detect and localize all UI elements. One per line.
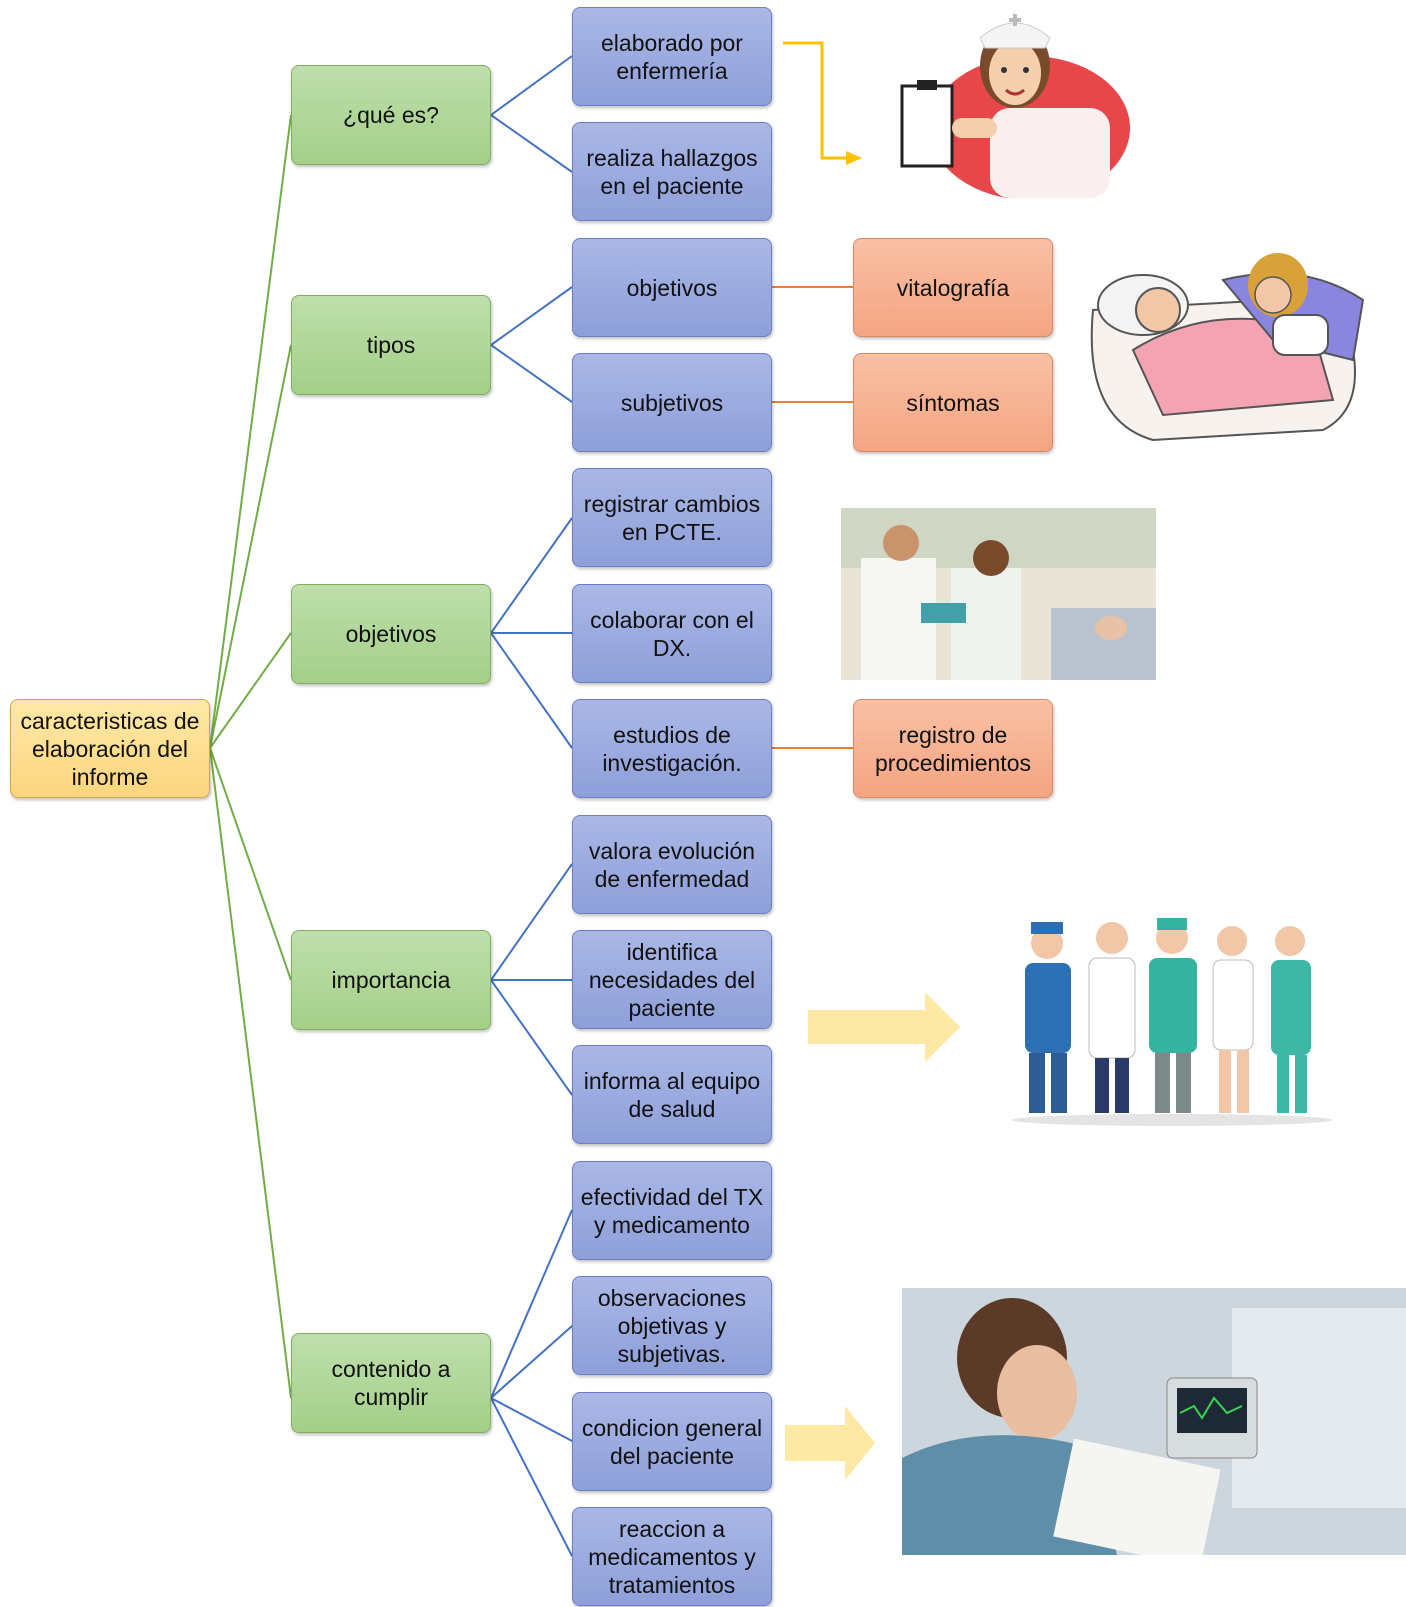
leaf-vitalografia: vitalografía: [853, 238, 1053, 337]
connector-root-objetivos: [209, 632, 292, 749]
doctor-1: [1025, 922, 1071, 1113]
connector-root-importancia: [209, 747, 292, 981]
subitem-registrar: registrar cambios en PCTE.: [572, 468, 772, 567]
elbow-arrow: [783, 41, 862, 165]
doctor-2: [1088, 922, 1136, 1113]
subitem-label: reaccion a medicamentos y tratamientos: [588, 1515, 756, 1598]
root-connectors: [209, 114, 292, 1399]
category-importancia: importancia: [291, 930, 491, 1030]
nurse-clipboard-illustration: [900, 14, 1130, 198]
category-label: importancia: [331, 967, 451, 993]
leaf-label: registro de procedimientos: [875, 721, 1031, 776]
subitem-hallazgos: realiza hallazgos en el paciente: [572, 122, 772, 221]
category-objetivos: objetivos: [291, 584, 491, 684]
root-label: caracteristicas de elaboración del infor…: [20, 707, 200, 790]
subitem-efectividad: efectividad del TX y medicamento: [572, 1161, 772, 1260]
category-que-es: ¿qué es?: [291, 65, 491, 165]
subitem-label: observaciones objetivas y subjetivas.: [597, 1284, 747, 1367]
subitem-label: estudios de investigación.: [602, 721, 742, 776]
icu-nurse-photo: [902, 1288, 1406, 1555]
leaf-registro: registro de procedimientos: [853, 699, 1053, 798]
subitem-label: efectividad del TX y medicamento: [580, 1183, 764, 1238]
connector-root-contenido: [209, 747, 292, 1399]
category-label: objetivos: [345, 621, 437, 647]
subitem-reaccion: reaccion a medicamentos y tratamientos: [572, 1507, 772, 1606]
subitem-label: condicion general del paciente: [581, 1414, 763, 1469]
doctor-3: [1149, 918, 1197, 1113]
category-tipos: tipos: [291, 295, 491, 395]
subitem-subjetivos: subjetivos: [572, 353, 772, 452]
subitem-label: identifica necesidades del paciente: [588, 938, 756, 1021]
nurses-patient-photo: [841, 508, 1156, 680]
root-node: caracteristicas de elaboración del infor…: [10, 699, 210, 798]
nurse-figure: [1271, 926, 1311, 1113]
connector-root-tipos: [209, 344, 292, 749]
subitem-valora: valora evolución de enfermedad: [572, 815, 772, 914]
subitem-label: realiza hallazgos en el paciente: [586, 144, 758, 199]
leaf-label: síntomas: [906, 389, 1000, 416]
medical-team-illustration: [1012, 918, 1332, 1126]
subitem-identifica: identifica necesidades del paciente: [572, 930, 772, 1029]
subitem-elaborado: elaborado por enfermería: [572, 7, 772, 106]
subitem-label: valora evolución de enfermedad: [588, 837, 756, 892]
subitem-label: elaborado por enfermería: [601, 29, 743, 84]
subitem-label: subjetivos: [620, 389, 724, 416]
subitem-label: objetivos: [626, 274, 718, 301]
bedside-care-illustration: [1090, 253, 1365, 442]
category-connectors: [490, 55, 573, 1557]
subitem-estudios: estudios de investigación.: [572, 699, 772, 798]
category-label: tipos: [366, 332, 416, 358]
subitem-label: colaborar con el DX.: [590, 606, 754, 661]
subitem-condicion: condicion general del paciente: [572, 1392, 772, 1491]
subitem-informa: informa al equipo de salud: [572, 1045, 772, 1144]
doctor-4: [1212, 926, 1254, 1113]
big-arrow-contenido: [785, 1406, 875, 1480]
subitem-observaciones: observaciones objetivas y subjetivas.: [572, 1276, 772, 1375]
category-label: contenido a cumplir: [331, 1356, 451, 1410]
subitem-objetivos: objetivos: [572, 238, 772, 337]
category-label: ¿qué es?: [343, 102, 439, 128]
leaf-connectors: [772, 286, 853, 749]
big-arrow-importancia: [808, 992, 960, 1062]
category-contenido: contenido a cumplir: [291, 1333, 491, 1433]
connector-root-que-es: [209, 114, 292, 749]
subitem-label: registrar cambios en PCTE.: [583, 490, 761, 545]
subitem-colaborar: colaborar con el DX.: [572, 584, 772, 683]
leaf-label: vitalografía: [896, 274, 1010, 301]
subitem-label: informa al equipo de salud: [583, 1067, 761, 1122]
leaf-sintomas: síntomas: [853, 353, 1053, 452]
